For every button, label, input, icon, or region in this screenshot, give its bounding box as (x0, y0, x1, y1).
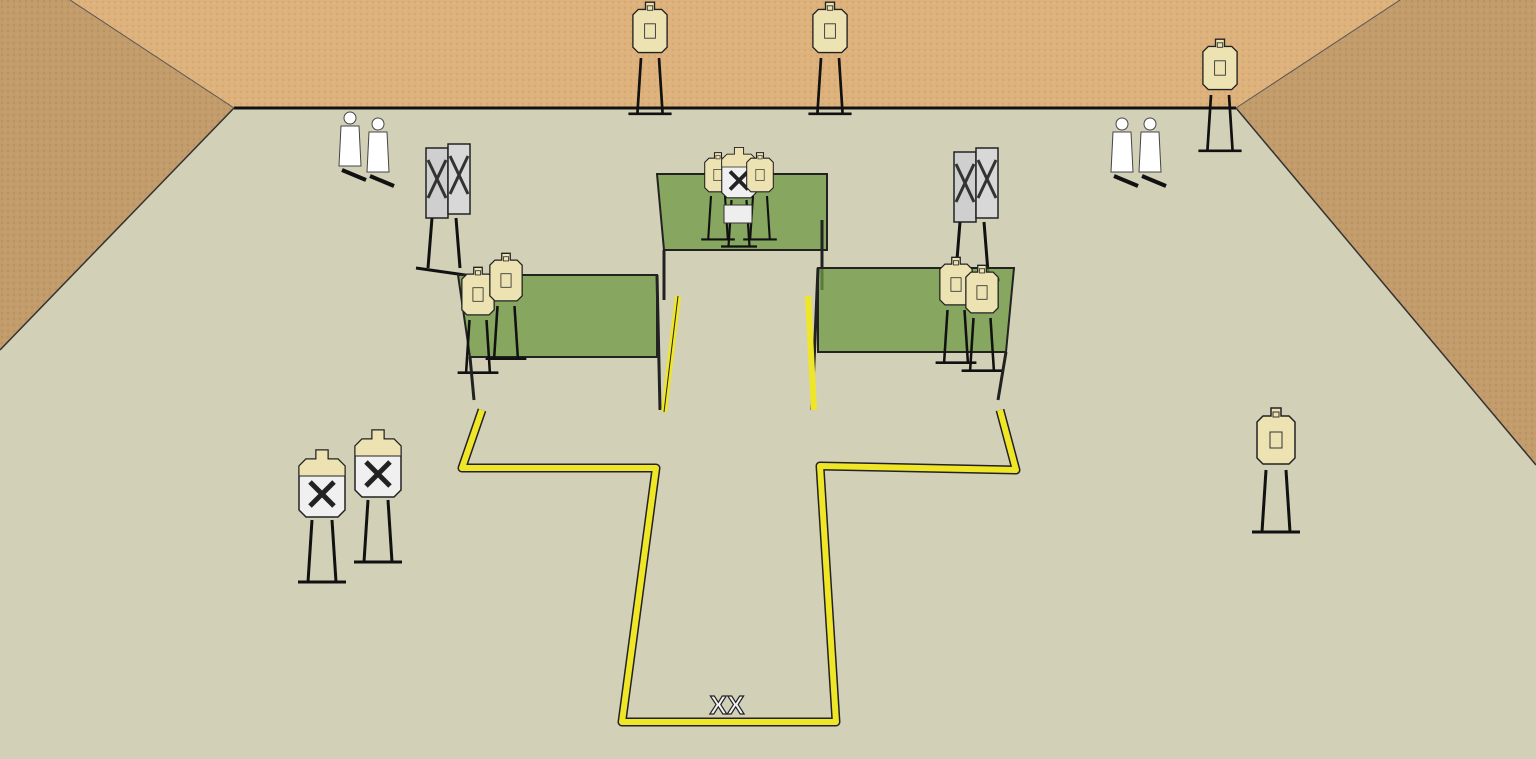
start-position-marker: XX (710, 690, 745, 720)
back-berm (70, 0, 1400, 108)
